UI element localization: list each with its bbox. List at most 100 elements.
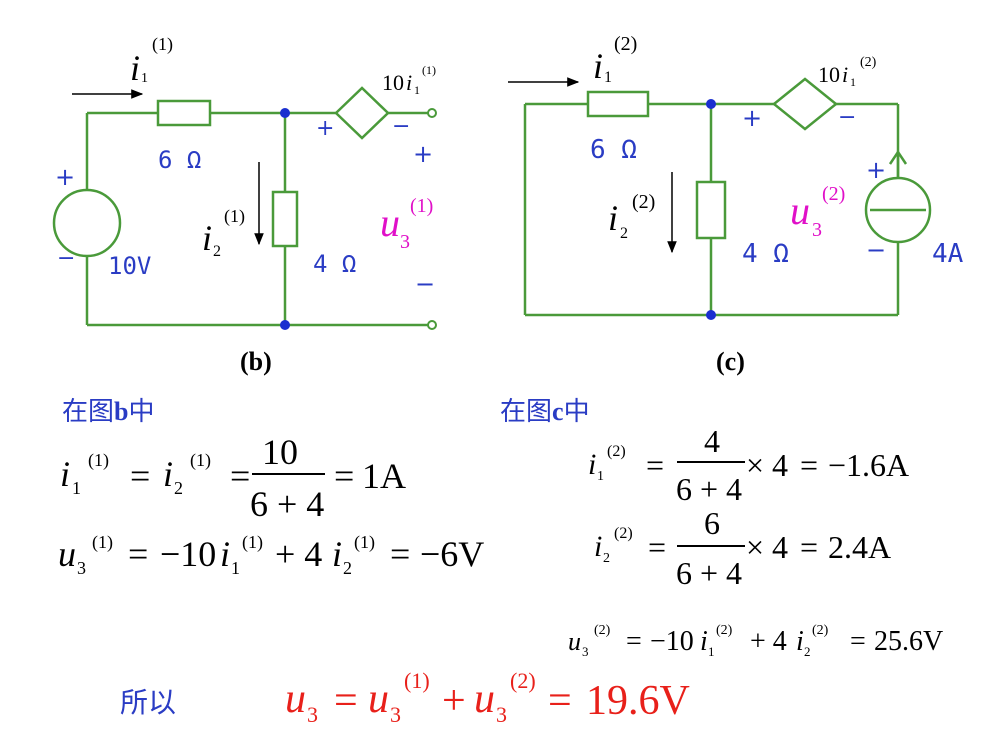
dep-sub: 1 [414, 83, 420, 97]
svg-text:−10: −10 [650, 626, 694, 657]
i2-sub: 2 [213, 243, 221, 260]
node-dot [280, 108, 290, 118]
conclusion-label: 所以 [120, 686, 176, 719]
svg-text:× 4: × 4 [746, 447, 788, 483]
resistor-6ohm-label: 6 Ω [590, 135, 637, 165]
dep-var: i [842, 62, 848, 87]
u3-sub: 3 [812, 219, 822, 241]
svg-text:=: = [334, 456, 354, 496]
dep-var: i [406, 70, 412, 95]
dep-coef: 10 [818, 62, 840, 87]
equation-b1: i 1 (1) = i 2 (1) = 10 6 + 4 = 1A [60, 432, 406, 524]
source-minus: − [57, 246, 75, 271]
source-plus: + [866, 156, 886, 184]
svg-text:=: = [646, 447, 664, 483]
resistor-6ohm [156, 99, 212, 127]
resistor-6ohm [586, 90, 650, 118]
source-value: 4A [932, 239, 964, 269]
out-plus: + [413, 140, 433, 168]
dep-plus: + [742, 104, 762, 132]
terminal-top [427, 108, 437, 118]
svg-text:+ 4: + 4 [275, 534, 322, 574]
dependent-source-icon [334, 86, 390, 140]
svg-text:=: = [334, 678, 358, 724]
svg-text:1: 1 [231, 558, 240, 578]
svg-text:3: 3 [307, 702, 318, 727]
u3-sub: 3 [400, 231, 410, 253]
svg-text:i: i [700, 626, 708, 657]
svg-text:=: = [390, 534, 410, 574]
svg-text:−6V: −6V [420, 534, 484, 574]
fraction-numerator: 6 [704, 505, 720, 541]
equation-b2: u 3 (1) = −10 i 1 (1) + 4 i 2 (1) = −6V [58, 532, 484, 578]
resistor-6ohm-label: 6 Ω [158, 146, 201, 174]
svg-text:=: = [128, 534, 148, 574]
svg-text:+: + [442, 678, 466, 724]
source-plus: + [55, 163, 75, 191]
svg-text:u: u [58, 534, 76, 574]
fraction-denominator: 6 + 4 [676, 555, 742, 591]
svg-text:i: i [594, 530, 602, 563]
node-dot [706, 99, 716, 109]
dep-plus: + [316, 116, 334, 141]
svg-text:=: = [800, 447, 818, 483]
svg-text:25.6V: 25.6V [874, 626, 943, 657]
svg-text:(1): (1) [242, 532, 263, 553]
svg-text:u: u [368, 676, 389, 722]
circuit-b [52, 86, 437, 330]
i1-sup: (1) [152, 34, 173, 55]
svg-text:(2): (2) [607, 443, 626, 460]
svg-text:u: u [474, 676, 495, 722]
resistor-4ohm [695, 180, 727, 240]
svg-text:u: u [568, 627, 581, 656]
svg-text:1: 1 [72, 478, 81, 498]
caption-c: (c) [716, 347, 745, 376]
svg-text:3: 3 [582, 644, 589, 659]
svg-text:1A: 1A [362, 456, 406, 496]
svg-text:=: = [230, 456, 250, 496]
svg-text:(2): (2) [510, 668, 536, 693]
svg-text:=: = [548, 678, 572, 724]
svg-text:3: 3 [496, 702, 507, 727]
i1-label: i [593, 46, 603, 86]
svg-text:−10: −10 [160, 534, 216, 574]
heading-c: 在图c中 [500, 397, 590, 427]
svg-text:3: 3 [77, 558, 86, 578]
circuit-c [523, 77, 932, 317]
dep-minus: − [392, 114, 410, 139]
out-minus: − [415, 270, 435, 298]
svg-text:(2): (2) [812, 623, 829, 638]
fraction-denominator: 6 + 4 [676, 471, 742, 507]
i2-label: i [202, 218, 212, 258]
svg-text:2.4A: 2.4A [828, 529, 891, 565]
dep-sub: 1 [850, 75, 856, 89]
i1-label: i [130, 48, 140, 88]
u3-sup: (2) [822, 183, 845, 205]
svg-text:2: 2 [174, 478, 183, 498]
dep-sup: (2) [860, 55, 877, 70]
svg-text:× 4: × 4 [746, 529, 788, 565]
i1-sup: (2) [614, 33, 637, 55]
svg-text:(1): (1) [190, 450, 211, 471]
fraction-numerator: 4 [704, 423, 720, 459]
svg-text:(1): (1) [354, 532, 375, 553]
svg-text:−1.6A: −1.6A [828, 447, 909, 483]
fraction-numerator: 10 [262, 432, 298, 472]
svg-text:(1): (1) [92, 532, 113, 553]
svg-text:u: u [285, 676, 306, 722]
svg-text:=: = [648, 529, 666, 565]
heading-b: 在图b中 [62, 397, 155, 427]
source-value: 10V [108, 252, 151, 280]
u3-label: u [790, 188, 810, 233]
node-dot [706, 310, 716, 320]
dep-sup: (1) [422, 63, 436, 77]
i2-sup: (1) [224, 206, 245, 227]
svg-text:(1): (1) [404, 668, 430, 693]
svg-text:2: 2 [343, 558, 352, 578]
svg-text:1: 1 [708, 644, 715, 659]
svg-text:i: i [60, 454, 70, 494]
svg-text:=: = [626, 626, 642, 657]
svg-text:(2): (2) [614, 525, 633, 542]
svg-text:(2): (2) [716, 623, 733, 638]
svg-text:=: = [850, 626, 866, 657]
